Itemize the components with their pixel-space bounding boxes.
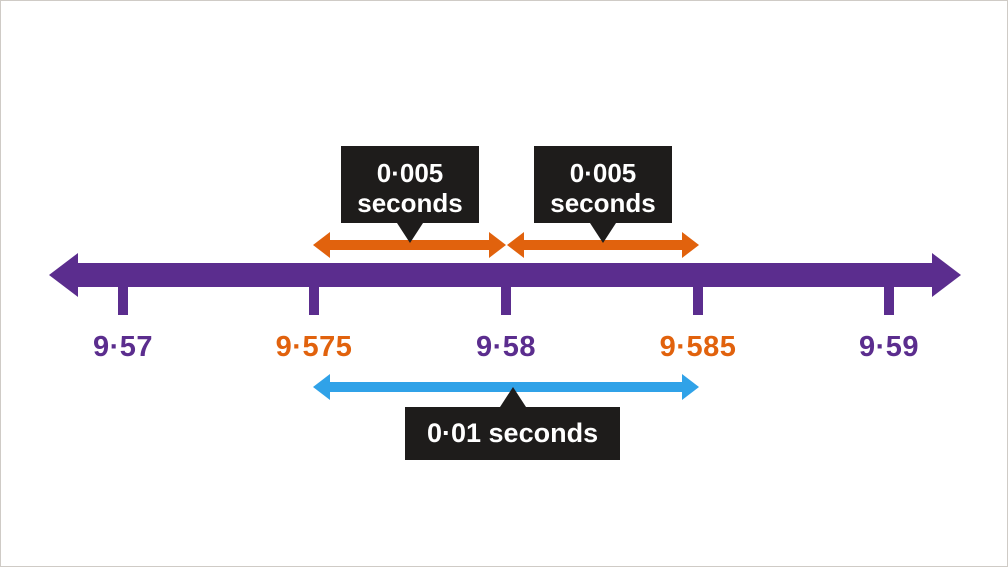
tick-label-9-58: 9·58 (475, 331, 537, 363)
tick-label-9-59: 9·59 (858, 331, 920, 363)
callout-unit: seconds (550, 188, 656, 219)
measure-arrowhead-left (313, 374, 330, 400)
measure-arrow-left-half (313, 232, 506, 258)
axis-arrowhead-left (49, 253, 78, 297)
tick-label-9-57: 9·57 (92, 331, 154, 363)
callout-value: 0·005 (376, 158, 444, 188)
axis-shaft (76, 263, 936, 287)
callout-unit: seconds (357, 188, 463, 219)
tick-mark-9-57 (118, 285, 128, 315)
measure-arrowhead-left (507, 232, 524, 258)
measure-arrowhead-right (682, 232, 699, 258)
axis-arrowhead-right (932, 253, 961, 297)
tick-label-9-585: 9·585 (659, 331, 737, 363)
callout-value: 0·01 seconds (427, 418, 599, 448)
callout-tail-icon (499, 387, 526, 407)
callout-left-0-005-seconds: 0·005 seconds (341, 146, 479, 243)
measure-arrow-right-half (507, 232, 699, 258)
tick-mark-9-59 (884, 285, 894, 315)
callout-right-0-005-seconds: 0·005 seconds (534, 146, 672, 243)
tick-label-9-575: 9·575 (275, 331, 353, 363)
callout-tail-icon (397, 223, 423, 243)
callout-bottom-0-01-seconds: 0·01 seconds (405, 387, 621, 461)
measure-arrowhead-right (682, 374, 699, 400)
callout-value: 0·005 (569, 158, 637, 188)
tick-mark-9-575 (309, 285, 319, 315)
measure-bar (328, 240, 491, 250)
tick-mark-9-58 (501, 285, 511, 315)
measure-arrowhead-left (313, 232, 330, 258)
callout-tail-icon (590, 223, 616, 243)
measure-arrowhead-right (489, 232, 506, 258)
measure-bar (522, 240, 684, 250)
tick-mark-9-585 (693, 285, 703, 315)
